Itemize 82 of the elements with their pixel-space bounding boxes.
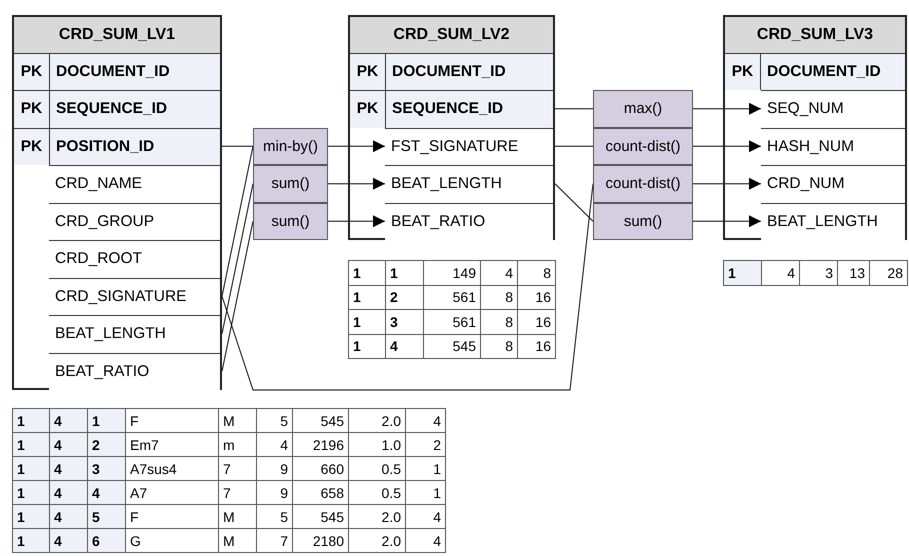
column-name: BEAT_RATIO: [54, 362, 150, 381]
table-cell: 4: [761, 260, 800, 286]
connector-line: [554, 183, 594, 222]
table-row: [14, 52, 220, 90]
function-box: min-by(): [253, 128, 328, 165]
table-cell: 6: [87, 528, 126, 553]
table-cell: 3: [87, 456, 126, 481]
table-cell: 1: [12, 456, 50, 481]
table-cell: 4: [49, 504, 88, 529]
connector-line: [554, 146, 594, 147]
function-box: count-dist(): [593, 128, 693, 165]
table-cell: 4: [87, 480, 126, 505]
column-name: FST_SIGNATURE: [390, 138, 518, 156]
column-name: CRD_GROUP: [54, 212, 154, 231]
table-cell: 4: [49, 480, 88, 505]
table: [12, 15, 222, 390]
table-cell: 1: [348, 334, 386, 359]
arrow: [328, 178, 386, 190]
arrow: [692, 215, 762, 228]
table-cell: 28: [869, 260, 908, 286]
column-name: DOCUMENT_ID: [55, 62, 170, 81]
connector-line: [222, 183, 594, 390]
column-name: BEAT_RATIO: [390, 212, 486, 231]
table-cell: 4: [49, 528, 88, 553]
table-header: CRD_SUM_LV2: [350, 17, 553, 55]
arrow: [692, 140, 762, 152]
column-name: BEAT_LENGTH: [766, 212, 878, 231]
table-cell: 1: [12, 432, 50, 457]
table-cell: 1: [87, 408, 126, 433]
column-name: DOCUMENT_ID: [391, 62, 506, 81]
arrow: [692, 102, 762, 115]
column-name: HASH_NUM: [766, 138, 854, 156]
connector-line: [554, 108, 594, 110]
connector-line: [222, 220, 254, 372]
table-cell: 4: [405, 408, 446, 433]
table-cell: 4: [405, 528, 446, 553]
arrow: [328, 215, 386, 228]
column-name: CRD_NUM: [766, 175, 844, 194]
table-cell: 16: [517, 334, 556, 359]
column-name: CRD_SIGNATURE: [54, 288, 186, 306]
table-row: [14, 128, 220, 165]
table-row: [14, 90, 220, 128]
table-cell: 5: [87, 504, 126, 529]
table-cell: 4: [49, 408, 88, 433]
table-cell: 1: [723, 260, 762, 286]
table-header: CRD_SUM_LV1: [14, 17, 220, 55]
table-cell: 8: [517, 260, 556, 286]
column-name: DOCUMENT_ID: [766, 62, 881, 81]
table-cell: 1: [12, 504, 50, 529]
column-name: SEQUENCE_ID: [391, 100, 504, 118]
table-cell: 1: [348, 260, 386, 286]
function-box: sum(): [593, 202, 693, 240]
table-cell: 4: [49, 432, 88, 457]
function-box: sum(): [253, 165, 328, 202]
connector-line: [222, 146, 254, 147]
table-cell: 3: [799, 260, 838, 286]
table-cell: 1: [12, 480, 50, 505]
arrow: [328, 140, 386, 152]
table-row: [725, 52, 905, 90]
table-cell: 1: [12, 528, 50, 553]
table-cell: 2: [87, 432, 126, 457]
connector-line: [222, 146, 254, 297]
column-name: SEQ_NUM: [766, 100, 844, 118]
column-name: BEAT_LENGTH: [54, 325, 166, 344]
table: [723, 15, 907, 240]
column-name: BEAT_LENGTH: [390, 175, 502, 194]
arrow: [692, 178, 762, 190]
table-row: [350, 90, 553, 128]
column-name: CRD_NAME: [54, 175, 142, 194]
table-header: CRD_SUM_LV3: [725, 17, 905, 55]
table-cell: 4: [49, 456, 88, 481]
table-cell: 1: [12, 408, 50, 433]
column-name: SEQUENCE_ID: [55, 100, 168, 118]
function-box: max(): [593, 90, 693, 128]
table-cell: 13: [837, 260, 870, 286]
column-name: POSITION_ID: [55, 138, 154, 156]
table: [348, 15, 555, 240]
function-box: count-dist(): [593, 165, 693, 202]
table-row: [350, 52, 553, 90]
column-name: CRD_ROOT: [54, 250, 142, 268]
connector-line: [222, 183, 254, 334]
function-box: sum(): [253, 202, 328, 240]
